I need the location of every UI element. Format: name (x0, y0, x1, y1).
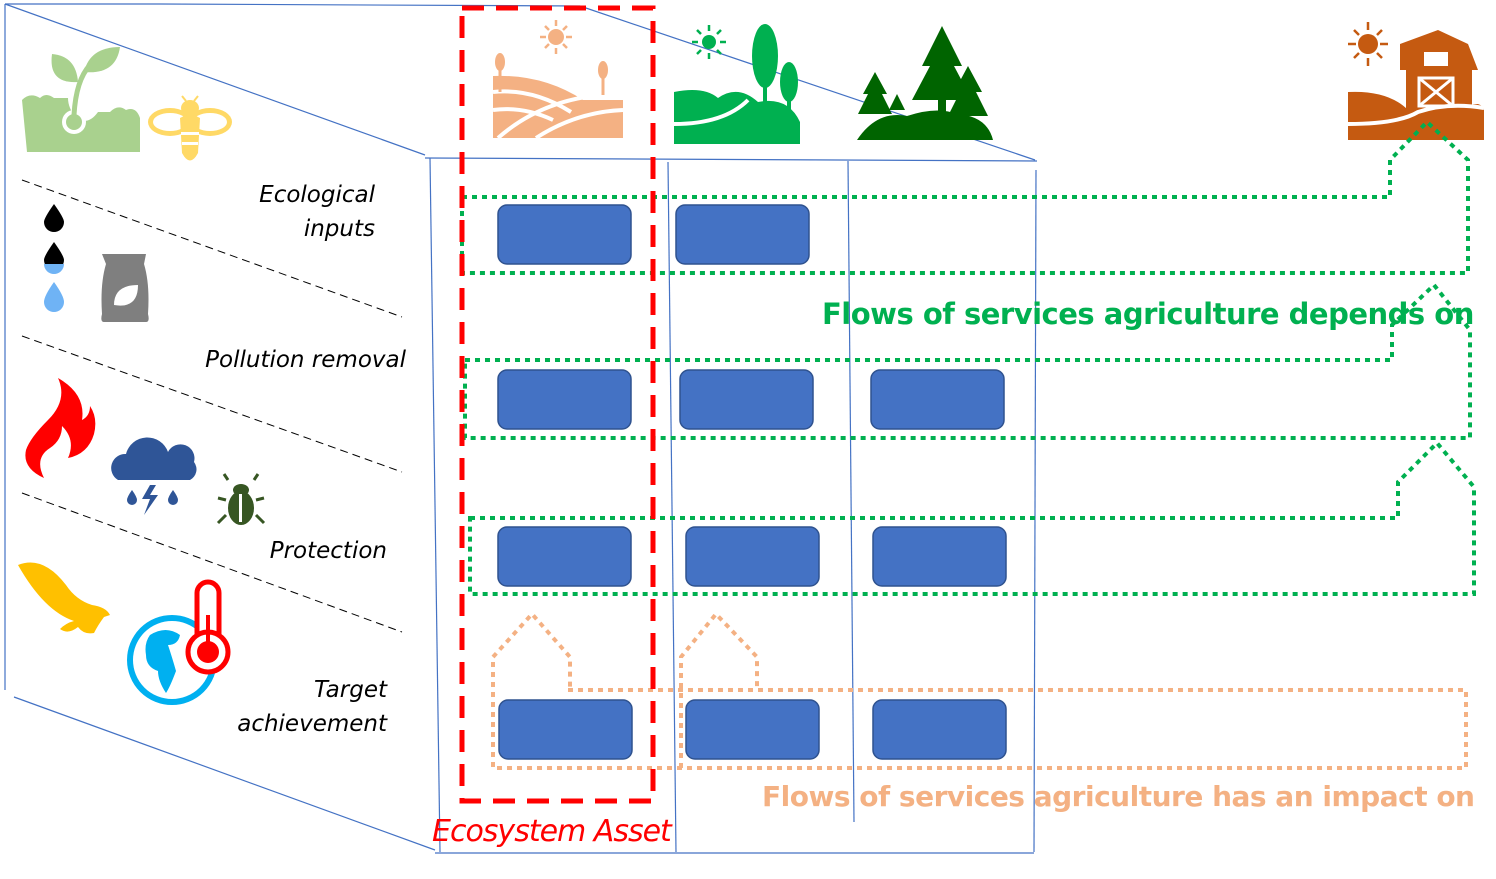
row-label-pollution-removal: Pollution removal (160, 343, 406, 377)
globe-thermometer-icon (127, 579, 231, 705)
impact-on-label: Flows of services agriculture has an imp… (762, 780, 1475, 813)
cell-ecological-inputs-farmland[interactable] (497, 204, 632, 265)
cell-pollution-removal-forest[interactable] (870, 369, 1005, 430)
ecosystem-asset-label: Ecosystem Asset (432, 814, 672, 849)
depends-on-flow-row1 (460, 119, 1470, 275)
farmland-icon (492, 20, 624, 140)
cell-pollution-removal-farmland[interactable] (497, 369, 632, 430)
barn-icon (1347, 22, 1485, 140)
cell-target-achievement-green-landscape[interactable] (685, 699, 820, 760)
eagle-icon (18, 562, 110, 634)
row-label-protection: Protection (200, 534, 387, 568)
storm-cloud-icon (111, 437, 197, 515)
row-separators (21, 179, 403, 633)
row-label-line: Protection (269, 538, 387, 564)
cell-pollution-removal-green-landscape[interactable] (679, 369, 814, 430)
row-label-line: achievement (237, 711, 387, 737)
row-label-line: Target (314, 677, 387, 703)
row-label-line: Pollution removal (205, 347, 406, 373)
fertilizer-bag-icon (101, 254, 149, 322)
grid-cells (497, 204, 1007, 760)
row-label-line: inputs (303, 216, 375, 242)
cell-protection-forest[interactable] (872, 526, 1007, 587)
bee-icon (148, 95, 232, 161)
cell-target-achievement-forest[interactable] (872, 699, 1007, 760)
row-label-ecological-inputs: Ecological inputs (200, 178, 375, 246)
cell-protection-green-landscape[interactable] (685, 526, 820, 587)
cell-protection-farmland[interactable] (497, 526, 632, 587)
forest-icon (857, 26, 993, 140)
perspective-frame (4, 3, 1038, 854)
fire-icon (25, 378, 96, 478)
cell-target-achievement-farmland[interactable] (498, 699, 633, 760)
row-label-target-achievement: Target achievement (200, 673, 387, 741)
depends-on-flows (460, 119, 1476, 596)
beetle-icon (216, 473, 266, 525)
impact-on-flows (491, 610, 1468, 770)
depends-on-flow-row2 (463, 282, 1472, 440)
water-drops-icon (44, 204, 64, 312)
depends-on-label: Flows of services agriculture depends on (822, 297, 1474, 331)
ecosystem-asset-box[interactable] (459, 5, 656, 804)
cell-ecological-inputs-green-landscape[interactable] (675, 204, 810, 265)
row-label-line: Ecological (259, 182, 375, 208)
hills-trees-icon (673, 24, 800, 144)
seedling-icon (22, 47, 140, 152)
depends-on-flow-row3 (468, 440, 1476, 596)
